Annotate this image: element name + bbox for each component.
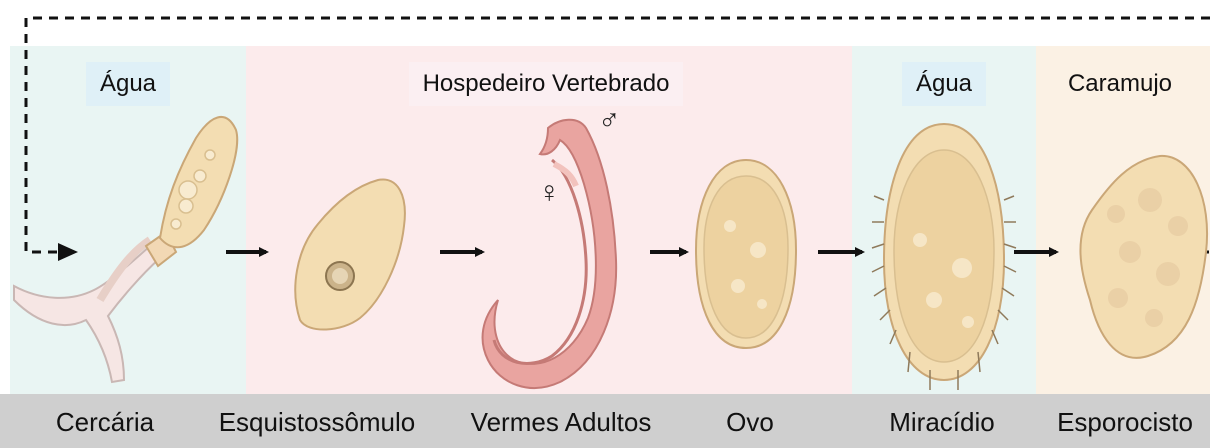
male-symbol: ♂ [598, 106, 621, 136]
female-symbol: ♀ [538, 178, 561, 208]
cycle-entry-arrowhead [58, 243, 78, 261]
cercaria-icon [14, 117, 237, 382]
schistosomulum-icon [295, 179, 405, 329]
miracidium-icon [872, 124, 1016, 390]
egg-icon [696, 160, 796, 348]
sporocyst-icon [1080, 156, 1207, 358]
adult-worms-icon [483, 120, 617, 388]
